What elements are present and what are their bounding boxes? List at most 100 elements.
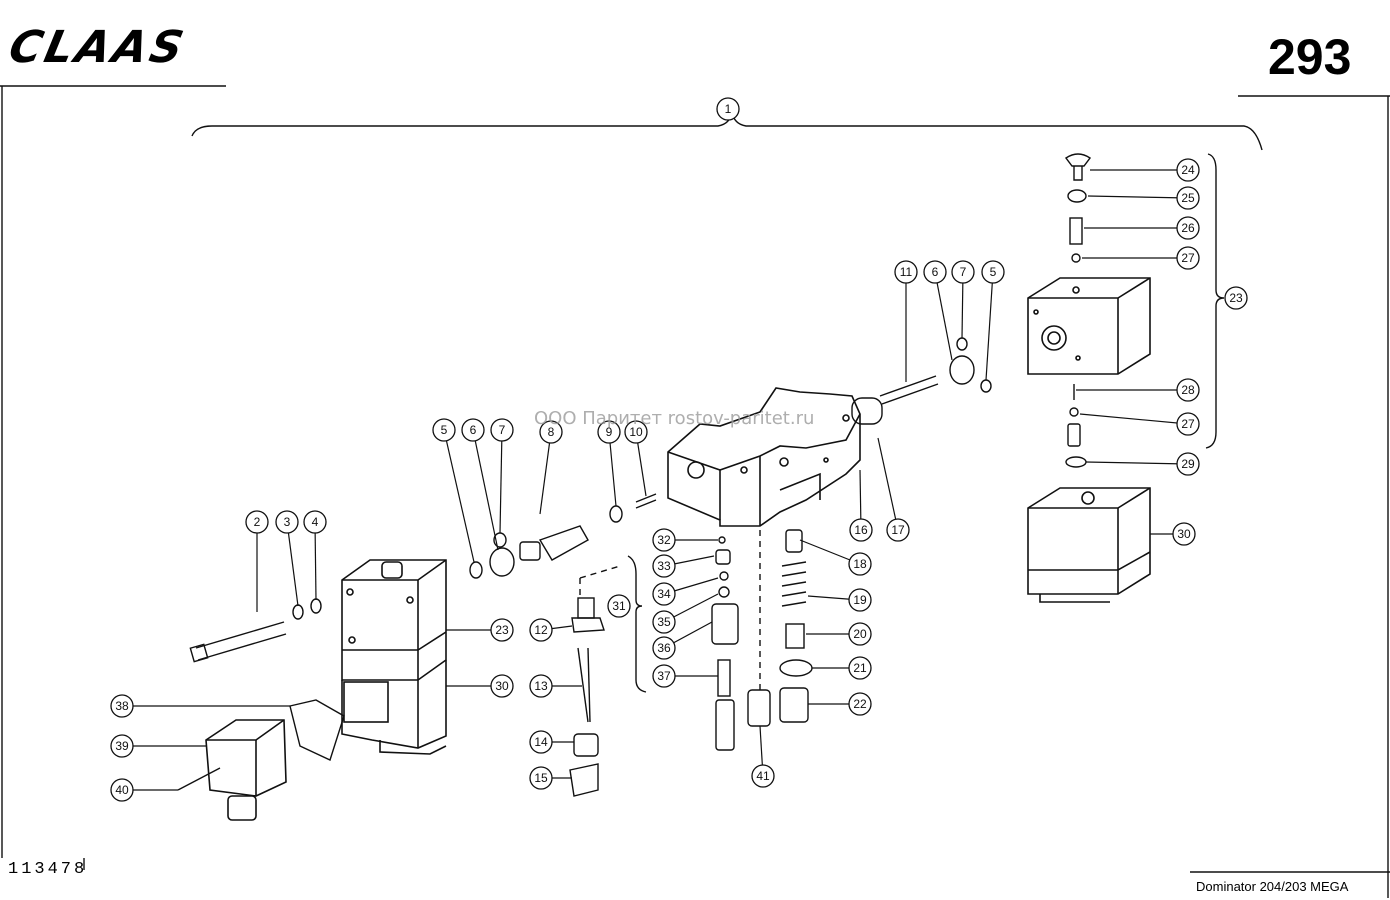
callout-circle-13 (529, 674, 553, 698)
dashed-axis (579, 565, 621, 579)
callout-label-3: 3 (284, 515, 291, 529)
callout-label-25: 25 (1181, 191, 1195, 205)
brace-31 (627, 555, 647, 693)
callout-leader-6 (472, 429, 499, 551)
callout-circle-27 (1176, 246, 1200, 270)
pilot-valve-right-upper (1027, 277, 1151, 375)
callout-label-12: 12 (534, 623, 548, 637)
callout-circle-35 (652, 610, 676, 634)
side-brace-23 (1205, 153, 1225, 449)
callout-circle-6 (461, 418, 485, 442)
callout-label-13: 13 (534, 679, 548, 693)
callout-label-23: 23 (495, 623, 509, 637)
callout-label-30: 30 (1177, 527, 1191, 541)
callout-circle-6 (923, 260, 947, 284)
bolt-2 (189, 621, 287, 663)
callout-label-40: 40 (115, 783, 129, 797)
callout-circle-24 (1176, 158, 1200, 182)
callout-circle-5 (432, 418, 456, 442)
callout-leader-9 (608, 431, 617, 507)
callout-circle-38 (110, 694, 134, 718)
callout-label-41: 41 (756, 769, 770, 783)
page-number: 293 (1268, 29, 1352, 85)
callout-circle-25 (1176, 186, 1200, 210)
callout-circle-29 (1176, 452, 1200, 476)
callout-circle-16 (849, 518, 873, 542)
callout-circle-15 (529, 766, 553, 790)
callout-circle-7 (490, 418, 514, 442)
callout-label-20: 20 (853, 627, 867, 641)
callout-label-18: 18 (853, 557, 867, 571)
callout-label-31: 31 (612, 599, 626, 613)
callout-circle-30 (1172, 522, 1196, 546)
callout-circle-7 (951, 260, 975, 284)
callout-circle-14 (529, 730, 553, 754)
callout-circle-30 (490, 674, 514, 698)
callout-leader-7 (499, 429, 503, 534)
callout-circle-8 (539, 420, 563, 444)
callout-circle-21 (848, 656, 872, 680)
callout-label-10: 10 (629, 425, 643, 439)
callout-label-21: 21 (853, 661, 867, 675)
plug-39 (205, 719, 287, 821)
callout-circle-34 (652, 582, 676, 606)
callout-label-30: 30 (495, 679, 509, 693)
valve-body (667, 387, 861, 527)
drawing-number: 113478 (8, 860, 88, 879)
callout-label-33: 33 (657, 559, 671, 573)
callout-label-36: 36 (657, 641, 671, 655)
callout-circle-31 (607, 594, 631, 618)
callout-leader-4 (314, 521, 317, 601)
callout-circle-40 (110, 778, 134, 802)
callout-circle-5 (981, 260, 1005, 284)
callout-label-35: 35 (657, 615, 671, 629)
callout-circle-36 (652, 636, 676, 660)
callout-label-23: 23 (1229, 291, 1243, 305)
callout-label-39: 39 (115, 739, 129, 753)
callout-circle-23 (490, 618, 514, 642)
callout-circle-11 (894, 260, 918, 284)
callout-leader-5 (443, 429, 475, 563)
callout-circle-9 (597, 420, 621, 444)
callout-circle-4 (303, 510, 327, 534)
callout-circle-10 (624, 420, 648, 444)
callout-label-15: 15 (534, 771, 548, 785)
callout-label-6: 6 (932, 265, 939, 279)
callout-label-6: 6 (470, 423, 477, 437)
callout-label-5: 5 (441, 423, 448, 437)
callout-circle-17 (886, 518, 910, 542)
callout-circle-20 (848, 622, 872, 646)
callout-label-17: 17 (891, 523, 905, 537)
screw-40 (177, 767, 221, 791)
callout-leader-17 (877, 437, 899, 531)
callout-label-28: 28 (1181, 383, 1195, 397)
callout-label-16: 16 (854, 523, 868, 537)
callout-label-14: 14 (534, 735, 548, 749)
callout-circle-41 (751, 764, 775, 788)
callout-label-29: 29 (1181, 457, 1195, 471)
callout-label-19: 19 (853, 593, 867, 607)
callout-circle-27 (1176, 412, 1200, 436)
model-caption: Dominator 204/203 MEGA (1196, 879, 1349, 894)
callout-label-8: 8 (548, 425, 555, 439)
callout-circle-32 (652, 528, 676, 552)
callout-circle-19 (848, 588, 872, 612)
pilot-valve-right-lower (1027, 487, 1151, 603)
callout-label-24: 24 (1181, 163, 1195, 177)
watermark-text: ООО Паритет rostov-paritet.ru (534, 408, 815, 429)
callout-label-7: 7 (499, 423, 506, 437)
callout-circle-22 (848, 692, 872, 716)
callout-circle-3 (275, 510, 299, 534)
callout-circle-23 (1224, 286, 1248, 310)
callout-label-4: 4 (312, 515, 319, 529)
callout-circle-28 (1176, 378, 1200, 402)
callout-circle-37 (652, 664, 676, 688)
callout-circle-2 (245, 510, 269, 534)
callout-label-37: 37 (657, 669, 671, 683)
callout-leader-27 (1079, 413, 1189, 425)
callout-leader-29 (1085, 461, 1189, 465)
callout-leader-25 (1087, 195, 1189, 199)
gasket-38 (289, 699, 345, 761)
